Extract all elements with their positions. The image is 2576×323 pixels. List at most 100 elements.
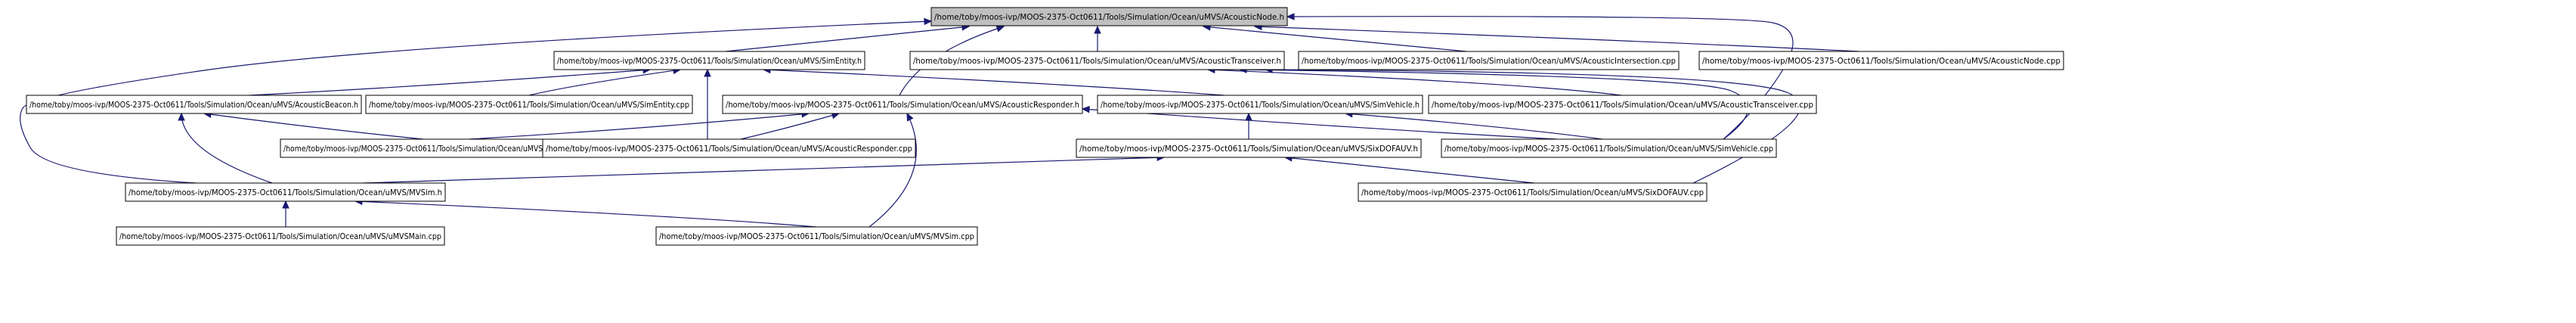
node-label: /home/toby/moos-ivp/MOOS-2375-Oct0611/To…: [913, 56, 1281, 66]
node-simvehicle-h[interactable]: /home/toby/moos-ivp/MOOS-2375-Oct0611/To…: [1097, 95, 1423, 114]
arrowhead-icon: [282, 200, 289, 209]
node-sixdofauv-h[interactable]: /home/toby/moos-ivp/MOOS-2375-Oct0611/To…: [1076, 138, 1422, 158]
node-label: /home/toby/moos-ivp/MOOS-2375-Oct0611/To…: [1444, 144, 1773, 154]
node-box: [116, 226, 445, 246]
edge-simvehicle_cpp-includes-acousticresponder_h: [1081, 105, 1558, 140]
node-mvsim-cpp[interactable]: /home/toby/moos-ivp/MOOS-2375-Oct0611/To…: [655, 226, 978, 246]
edge-simvehicle_cpp-includes-acousticnode_h: [1286, 13, 1794, 140]
arrowhead-icon: [906, 112, 914, 122]
edge-mvsim_h-includes-acousticnode_h: [20, 17, 933, 184]
node-box: [1076, 138, 1422, 158]
edge-line: [203, 113, 424, 140]
node-box: [909, 51, 1285, 70]
edge-sixdofauv_h-includes-simvehicle_h: [1245, 112, 1252, 139]
node-simvehicle-cpp[interactable]: /home/toby/moos-ivp/MOOS-2375-Oct0611/To…: [1441, 138, 1777, 158]
edge-mvsim_cpp-includes-mvsim_h: [354, 197, 817, 228]
node-acousticintersection-cpp[interactable]: /home/toby/moos-ivp/MOOS-2375-Oct0611/To…: [1298, 51, 1680, 70]
node-acousticnode-h[interactable]: /home/toby/moos-ivp/MOOS-2375-Oct0611/To…: [930, 7, 1288, 26]
node-acoustictransceiver-h[interactable]: /home/toby/moos-ivp/MOOS-2375-Oct0611/To…: [909, 51, 1285, 70]
node-acousticnode-cpp[interactable]: /home/toby/moos-ivp/MOOS-2375-Oct0611/To…: [1698, 51, 2064, 70]
edge-line: [1284, 157, 1535, 184]
node-box: [125, 182, 446, 202]
edge-line: [725, 26, 970, 52]
arrowhead-icon: [704, 68, 711, 77]
node-label: /home/toby/moos-ivp/MOOS-2375-Oct0611/To…: [934, 12, 1284, 22]
node-box: [1097, 95, 1423, 114]
node-box: [542, 138, 916, 158]
node-mvsim-h[interactable]: /home/toby/moos-ivp/MOOS-2375-Oct0611/To…: [125, 182, 446, 202]
edge-line: [1265, 69, 1801, 184]
edge-line: [20, 20, 932, 184]
edge-simentity_h-includes-acousticnode_h: [725, 23, 971, 52]
node-label: /home/toby/moos-ivp/MOOS-2375-Oct0611/To…: [659, 231, 974, 241]
node-simentity-h[interactable]: /home/toby/moos-ivp/MOOS-2375-Oct0611/To…: [553, 51, 865, 70]
node-box: [1441, 138, 1777, 158]
edge-line: [1254, 26, 1860, 52]
node-label: /home/toby/moos-ivp/MOOS-2375-Oct0611/To…: [283, 144, 616, 154]
arrowhead-icon: [1094, 25, 1101, 34]
edge-mvsim_h-includes-sixdofauv_h: [362, 154, 1166, 184]
node-label: /home/toby/moos-ivp/MOOS-2375-Oct0611/To…: [119, 231, 441, 241]
edge-simvehicle_h-includes-simentity_h: [762, 66, 1225, 96]
edge-line: [362, 157, 1165, 184]
node-mvsmain-cpp[interactable]: /home/toby/moos-ivp/MOOS-2375-Oct0611/To…: [116, 226, 445, 246]
node-box: [553, 51, 865, 70]
node-acousticresponder-h[interactable]: /home/toby/moos-ivp/MOOS-2375-Oct0611/To…: [722, 95, 1083, 114]
node-box: [26, 95, 362, 114]
edge-mvsim_cpp-includes-acousticresponder_h: [868, 112, 917, 228]
node-label: /home/toby/moos-ivp/MOOS-2375-Oct0611/To…: [1302, 56, 1676, 66]
edge-acousticresponder_cpp-includes-acousticresponder_h: [740, 112, 841, 140]
edge-sixdofauv_cpp-includes-acoustictransceiver_h: [1264, 66, 1801, 184]
edge-line: [1286, 16, 1794, 140]
nodes-layer: /home/toby/moos-ivp/MOOS-2375-Oct0611/To…: [26, 7, 2064, 246]
edge-acousticbeacon_h-includes-simentity_h: [249, 66, 652, 96]
node-sixdofauv-cpp[interactable]: /home/toby/moos-ivp/MOOS-2375-Oct0611/To…: [1358, 182, 1708, 202]
node-label: /home/toby/moos-ivp/MOOS-2375-Oct0611/To…: [1101, 100, 1420, 110]
node-box: [722, 95, 1083, 114]
node-label: /home/toby/moos-ivp/MOOS-2375-Oct0611/To…: [29, 100, 358, 110]
node-box: [365, 95, 693, 114]
node-label: /home/toby/moos-ivp/MOOS-2375-Oct0611/To…: [369, 100, 689, 110]
edge-sixdofauv_cpp-includes-sixdofauv_h: [1283, 154, 1535, 184]
edge-line: [1082, 108, 1558, 140]
edge-line: [763, 69, 1225, 96]
edge-acousticintersection_cpp-includes-acousticnode_h: [1202, 23, 1467, 52]
node-box: [1358, 182, 1708, 202]
edge-line: [1203, 26, 1467, 52]
node-box: [655, 226, 978, 246]
edge-line: [868, 113, 917, 228]
node-box: [1298, 51, 1680, 70]
arrowhead-icon: [1245, 112, 1252, 121]
edge-acousticresponder_cpp-includes-simentity_h: [704, 68, 711, 139]
node-label: /home/toby/moos-ivp/MOOS-2375-Oct0611/To…: [1079, 144, 1418, 154]
edge-acousticbeacon_cpp-includes-acousticbeacon_h: [203, 110, 424, 140]
edge-simentity_cpp-includes-simentity_h: [528, 67, 682, 96]
node-box: [1698, 51, 2064, 70]
node-label: /home/toby/moos-ivp/MOOS-2375-Oct0611/To…: [726, 100, 1079, 110]
edge-line: [249, 69, 651, 96]
arrowhead-icon: [924, 17, 933, 26]
node-label: /home/toby/moos-ivp/MOOS-2375-Oct0611/To…: [1432, 100, 1813, 110]
node-acousticbeacon-h[interactable]: /home/toby/moos-ivp/MOOS-2375-Oct0611/To…: [26, 95, 362, 114]
edge-line: [740, 113, 840, 140]
edge-acoustictransceiver_h-includes-acousticnode_h: [1094, 25, 1101, 51]
arrowhead-icon: [1081, 105, 1090, 113]
edge-acousticnode_cpp-includes-acousticnode_h: [1253, 23, 1860, 52]
node-label: /home/toby/moos-ivp/MOOS-2375-Oct0611/To…: [1361, 188, 1704, 197]
node-label: /home/toby/moos-ivp/MOOS-2375-Oct0611/To…: [1702, 56, 2060, 66]
edge-mvsim_h-includes-acousticbeacon_h: [178, 112, 273, 184]
node-label: /home/toby/moos-ivp/MOOS-2375-Oct0611/To…: [546, 144, 912, 154]
edge-line: [1345, 113, 1603, 140]
node-acousticresponder-cpp[interactable]: /home/toby/moos-ivp/MOOS-2375-Oct0611/To…: [542, 138, 916, 158]
node-acoustictransceiver-cpp[interactable]: /home/toby/moos-ivp/MOOS-2375-Oct0611/To…: [1428, 95, 1817, 114]
node-box: [930, 7, 1288, 26]
node-box: [1428, 95, 1817, 114]
node-simentity-cpp[interactable]: /home/toby/moos-ivp/MOOS-2375-Oct0611/To…: [365, 95, 693, 114]
node-label: /home/toby/moos-ivp/MOOS-2375-Oct0611/To…: [128, 188, 442, 197]
edge-line: [468, 113, 810, 140]
edge-line: [1207, 69, 1622, 96]
arrowhead-icon: [178, 112, 185, 121]
edge-line: [355, 200, 817, 228]
node-label: /home/toby/moos-ivp/MOOS-2375-Oct0611/To…: [557, 56, 862, 66]
